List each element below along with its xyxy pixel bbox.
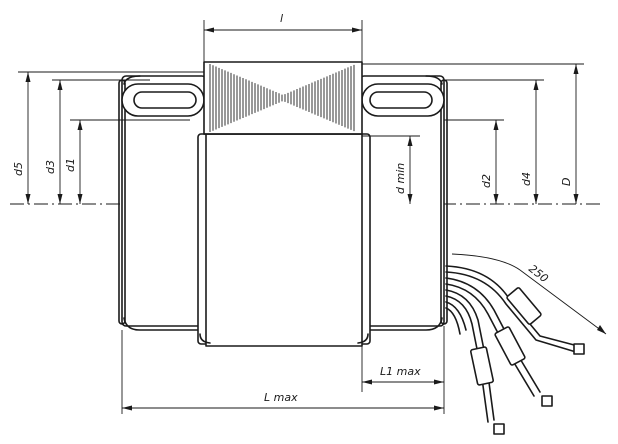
label-d1: d1 [64, 158, 77, 172]
dim-left-diameters: d5 d3 d1 [12, 71, 204, 204]
dim-d-min: d min [362, 135, 420, 204]
dim-L1-max: L1 max [361, 326, 445, 414]
core-top-block [203, 61, 363, 135]
label-l: l [280, 12, 283, 25]
label-d4: d4 [520, 172, 533, 186]
left-winding-loop [121, 83, 205, 117]
dim-right-diameters: d2 d4 D [362, 63, 584, 204]
label-L1-max: L1 max [380, 365, 421, 378]
label-d5: d5 [12, 162, 25, 176]
dim-L-max: L max [121, 330, 444, 414]
core-body [197, 133, 371, 347]
label-lead-length: 250 [526, 262, 551, 285]
label-d-min: d min [394, 163, 407, 194]
right-winding-loop [361, 83, 445, 117]
label-d3: d3 [44, 160, 57, 174]
dim-l: l [203, 12, 363, 62]
label-L-max: L max [264, 391, 298, 404]
label-D: D [560, 178, 573, 186]
label-d2: d2 [480, 174, 493, 188]
lead-wires [445, 265, 585, 435]
